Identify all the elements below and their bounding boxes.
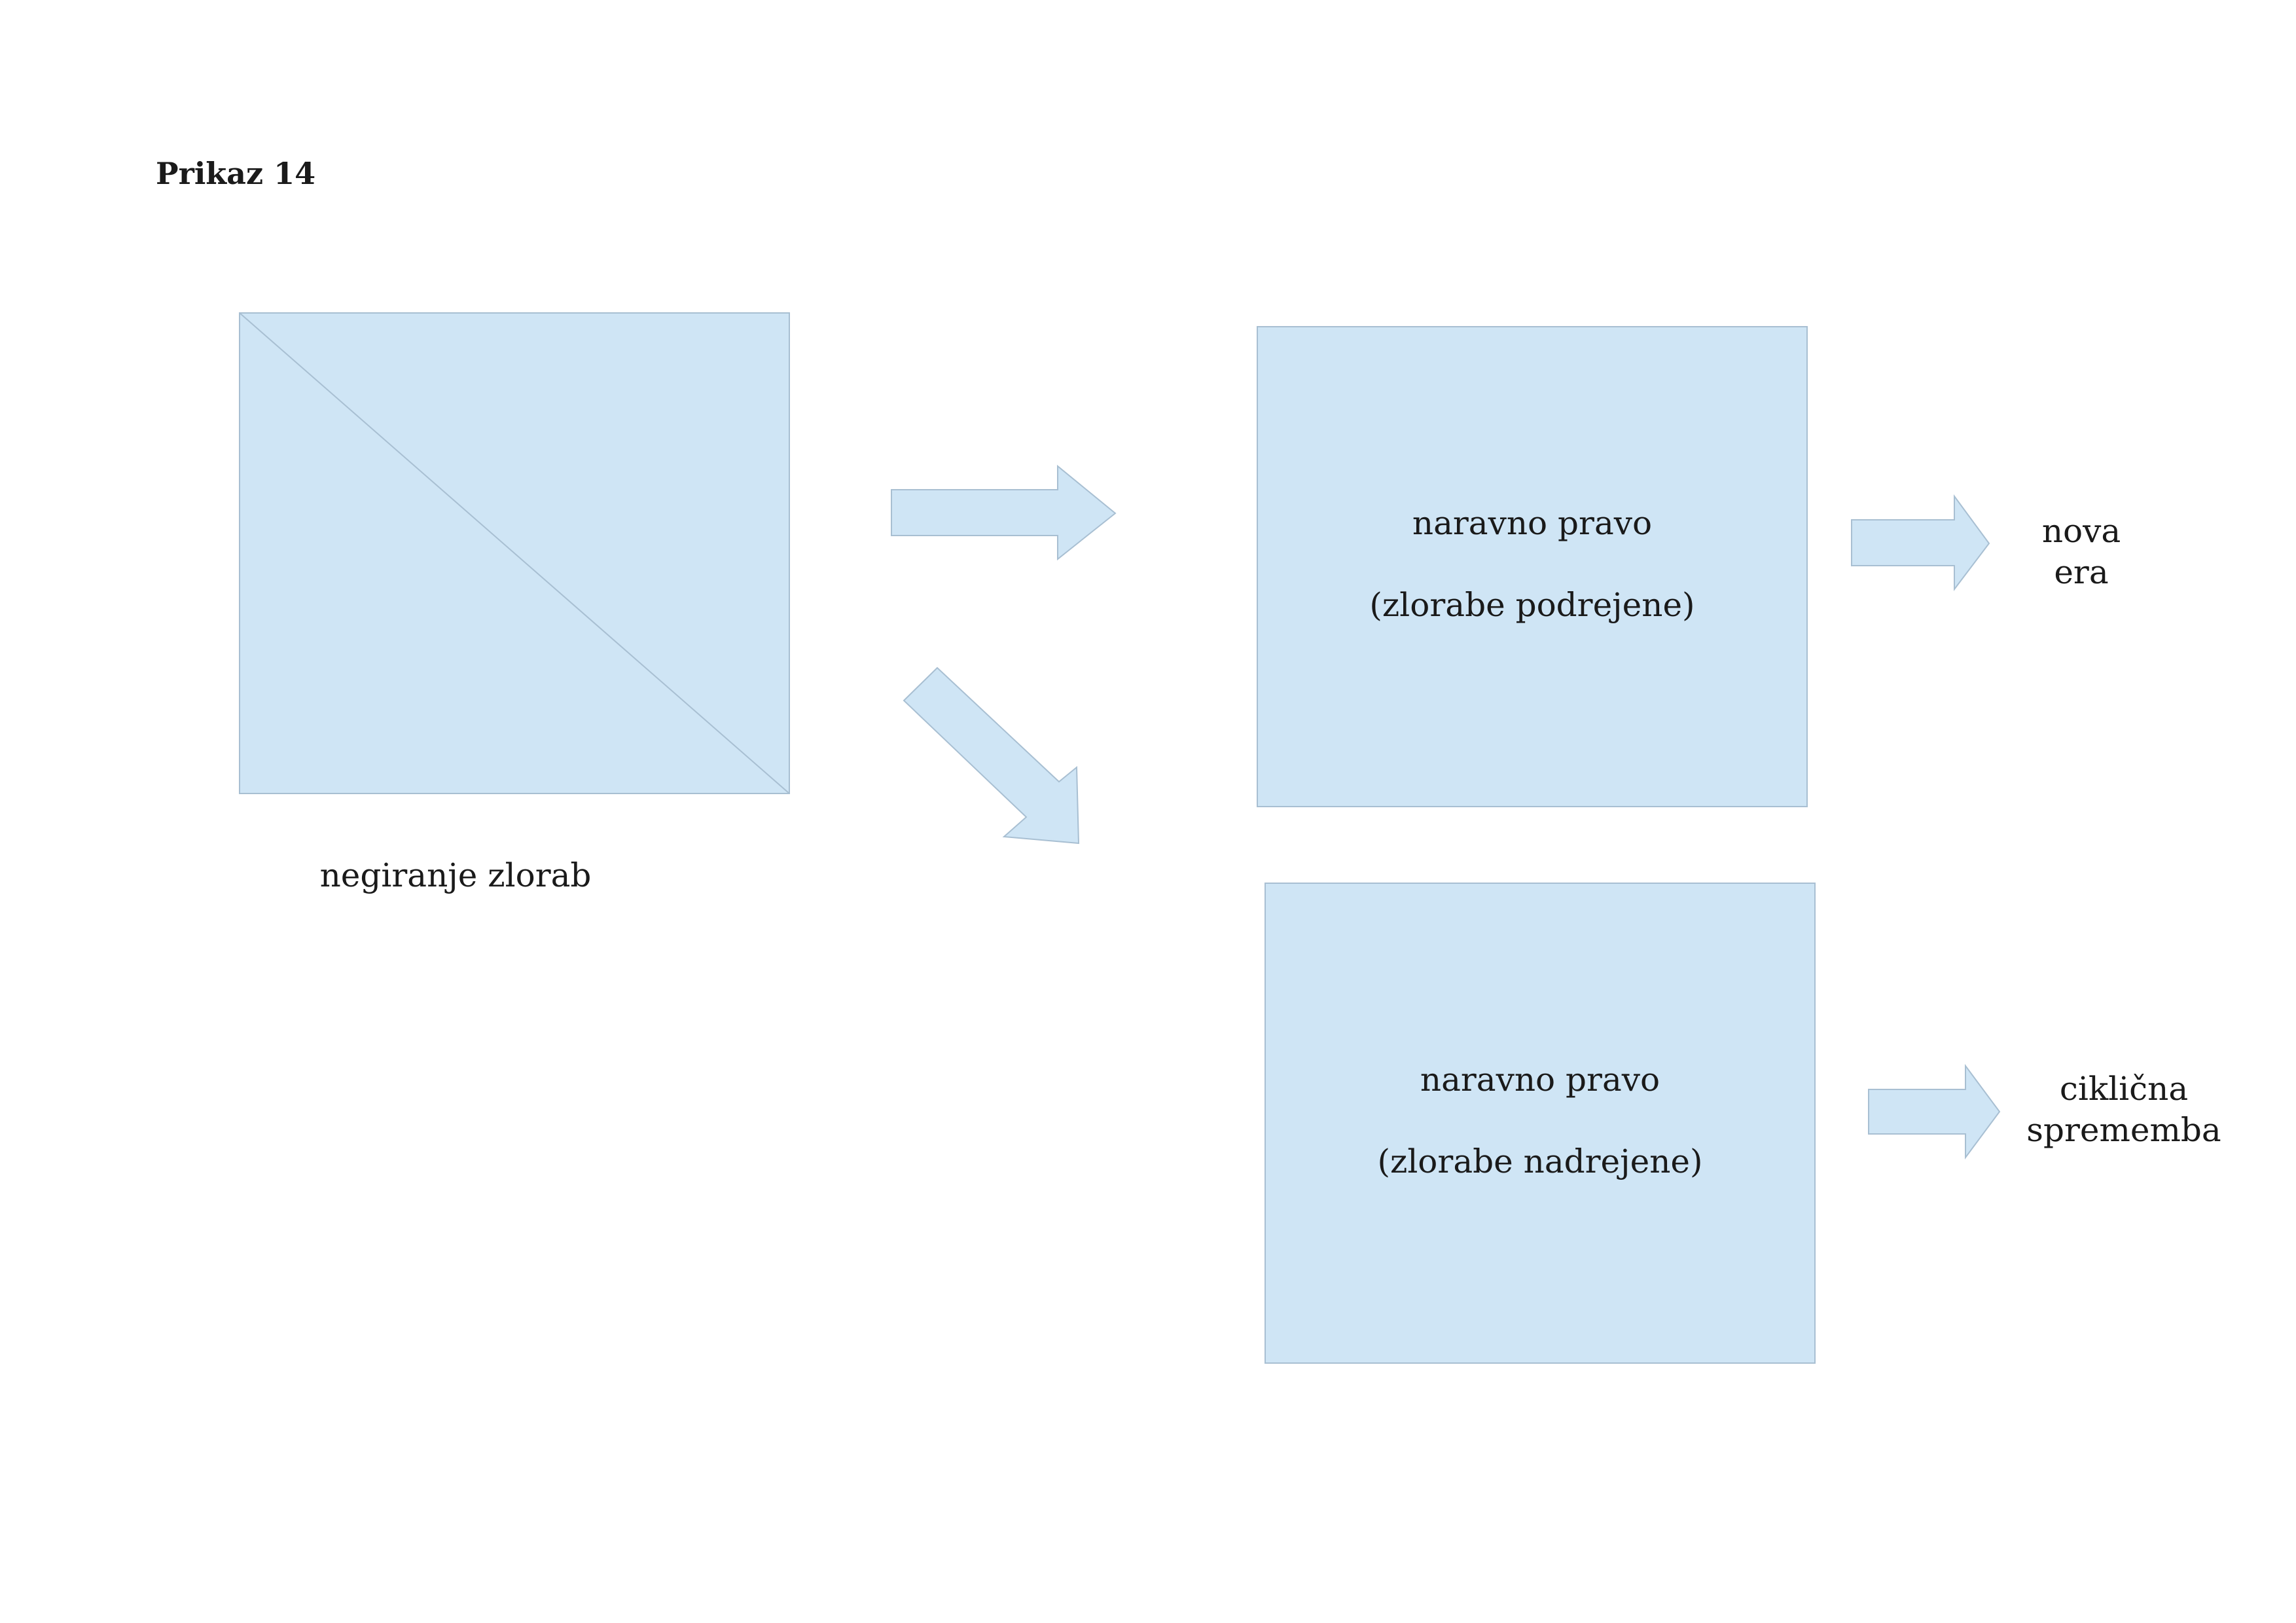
negation-label: negiranje zlorab [319, 856, 592, 894]
new-era-line2: era [2054, 553, 2109, 591]
cyclic-change-label: ciklična sprememba [2016, 1068, 2232, 1150]
subordinate-line2: (zlorabe podrejene) [1369, 585, 1695, 624]
superior-label: naravno pravo (zlorabe nadrejene) [1265, 1059, 1815, 1182]
subordinate-box [1257, 326, 1808, 807]
new-era-line1: nova [2041, 512, 2121, 550]
cyclic-change-line1: ciklična [2059, 1070, 2189, 1108]
subordinate-label: naravno pravo (zlorabe podrejene) [1257, 503, 1807, 625]
arrow-superior-to-cyclic-change [1868, 1063, 2001, 1160]
cyclic-change-line2: sprememba [2026, 1110, 2221, 1149]
superior-line1: naravno pravo [1420, 1061, 1660, 1099]
arrow-negation-to-subordinate [891, 464, 1117, 561]
subordinate-line1: naravno pravo [1412, 504, 1653, 542]
negation-diagonal [239, 312, 790, 794]
arrow-negation-to-superior [903, 666, 1080, 845]
superior-box [1265, 883, 1816, 1364]
superior-line2: (zlorabe nadrejene) [1377, 1142, 1703, 1180]
arrow-subordinate-to-new-era [1851, 494, 1990, 591]
negation-node [239, 312, 790, 794]
page-title: Prikaz 14 [156, 156, 316, 191]
new-era-label: nova era [2016, 511, 2147, 593]
